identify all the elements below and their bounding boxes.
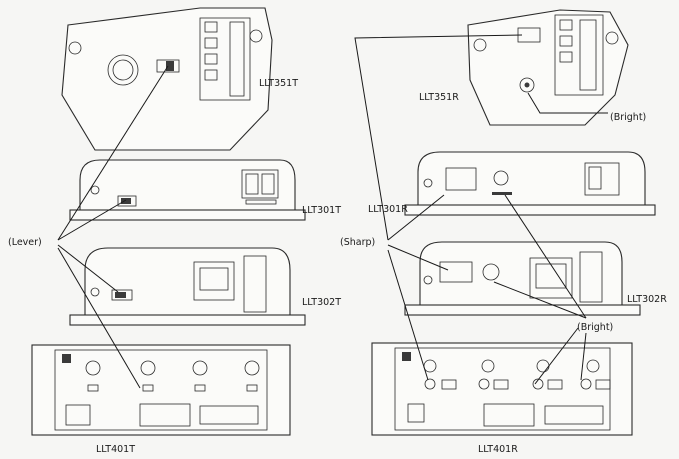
- callout-bright-top: (Bright): [610, 112, 646, 123]
- leader-lines: [57, 34, 608, 389]
- device-llt401r: [371, 342, 633, 436]
- label-llt301t: LLT301T: [302, 205, 341, 216]
- label-llt401t: LLT401T: [96, 444, 135, 455]
- device-llt401t: [31, 344, 291, 436]
- callout-bright-mid: (Bright): [577, 322, 613, 333]
- device-llt351r: [467, 9, 629, 126]
- callout-sharp: (Sharp): [340, 237, 375, 248]
- label-llt351r: LLT351R: [419, 92, 459, 103]
- device-llt351t: [61, 7, 273, 151]
- device-llt302t: [69, 247, 306, 326]
- label-llt302r: LLT302R: [627, 294, 667, 305]
- device-llt302r: [404, 241, 641, 316]
- label-llt351t: LLT351T: [259, 78, 298, 89]
- callout-lever: (Lever): [8, 237, 42, 248]
- label-llt301r: LLT301R: [368, 204, 408, 215]
- device-llt301t: [69, 159, 306, 221]
- device-llt301r: [404, 151, 656, 216]
- label-llt302t: LLT302T: [302, 297, 341, 308]
- label-llt401r: LLT401R: [478, 444, 518, 455]
